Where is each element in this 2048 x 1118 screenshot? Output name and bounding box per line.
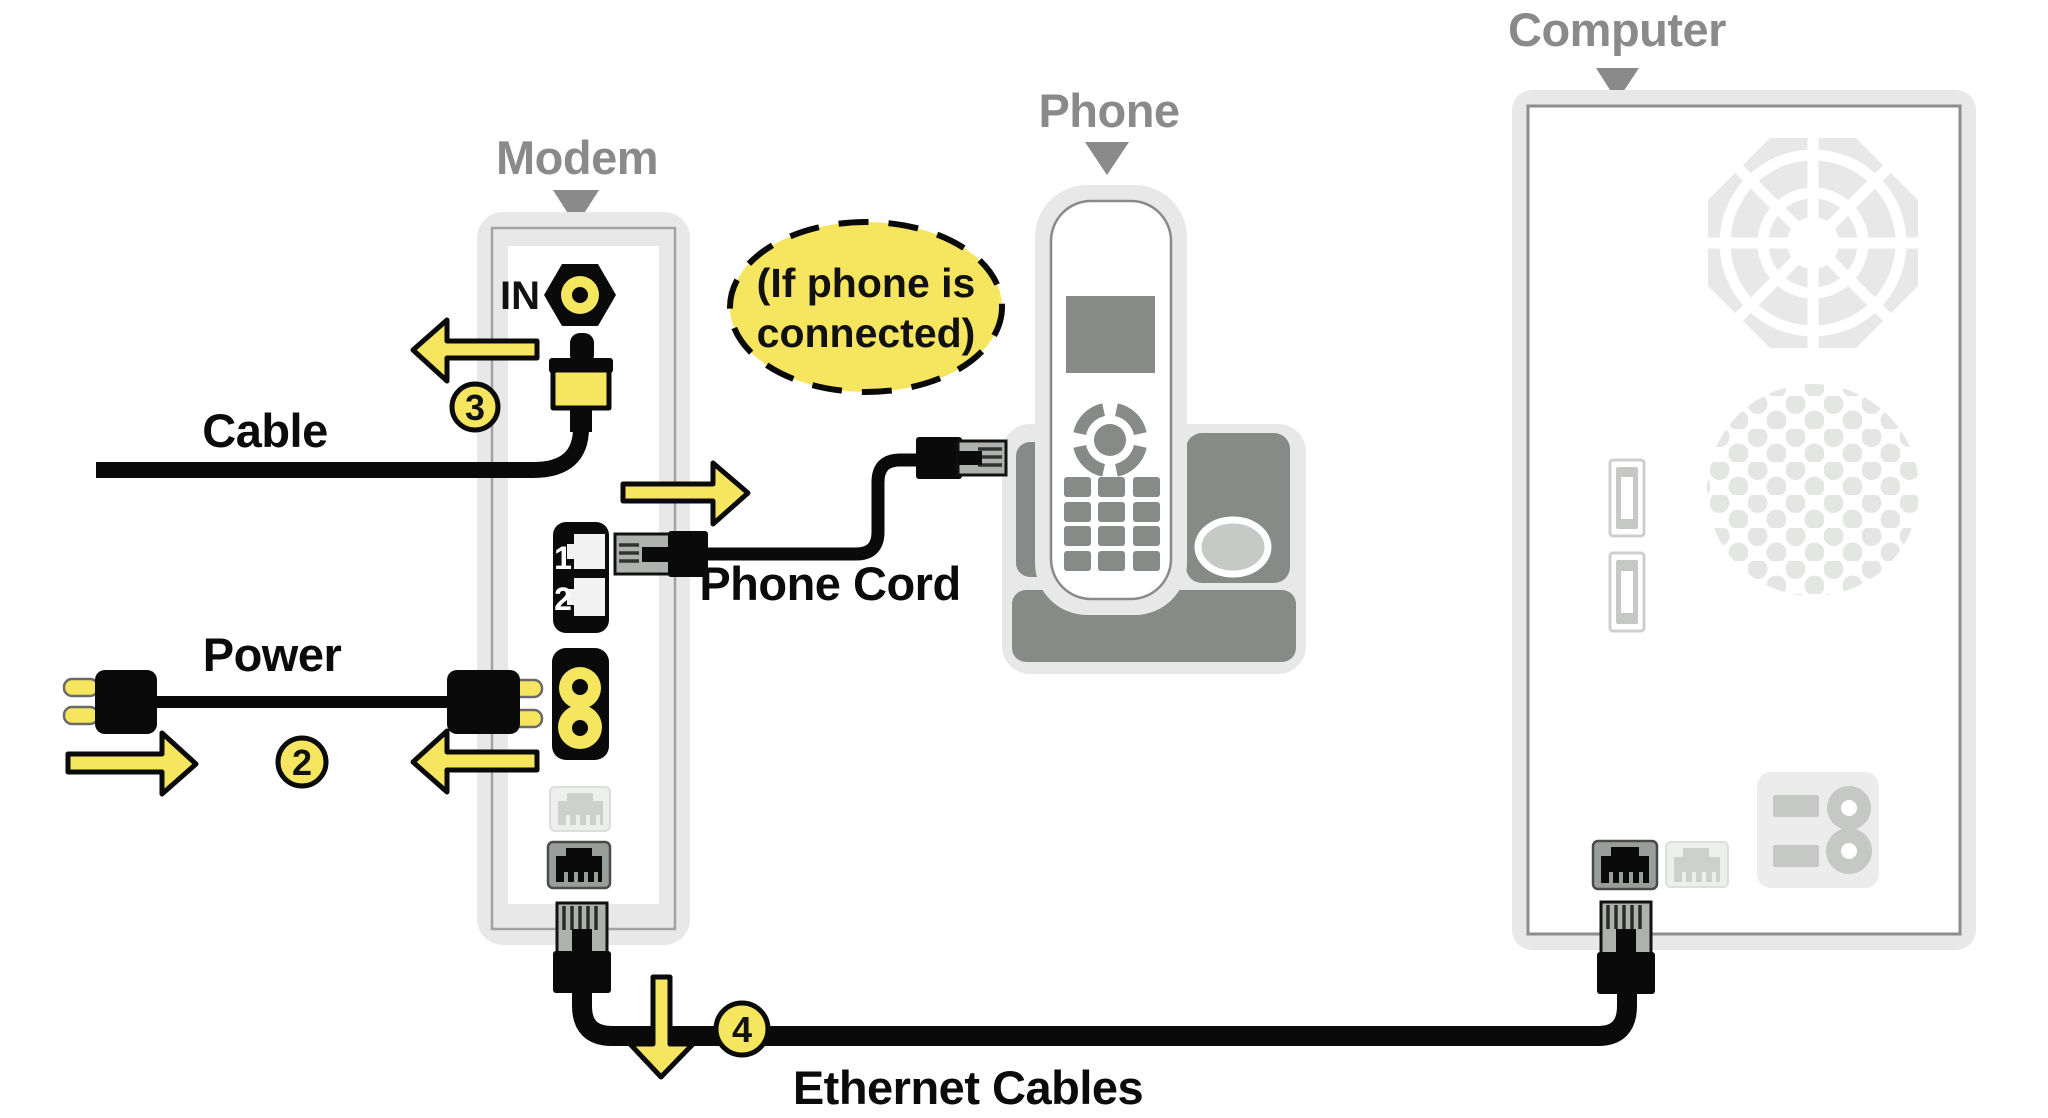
base-speaker-button: [1194, 516, 1272, 578]
coax-in-label: IN: [500, 274, 540, 318]
phone-cord-group: Phone Cord: [613, 437, 1008, 610]
arrow-right-phone-cord-icon: [620, 460, 751, 527]
usb-port-2: [1608, 551, 1646, 633]
cable-label: Cable: [202, 404, 328, 457]
ethernet-cables-label: Ethernet Cables: [793, 1061, 1143, 1114]
modem-ethernet-port-unused: [549, 786, 611, 832]
step-badge-2: 2: [275, 735, 329, 789]
phone-cord-plug-phone-end: [916, 437, 1008, 479]
phone-label: Phone: [1038, 84, 1179, 137]
ethernet-cable: [572, 990, 1637, 1046]
arrow-down-ethernet-icon: [627, 974, 696, 1080]
note-line-2: connected): [757, 310, 976, 356]
coax-cable-group: Cable 3: [96, 317, 613, 478]
ethernet-cable-group: 4 Ethernet Cables: [553, 900, 1655, 1114]
step-badge-4: 4: [713, 1000, 771, 1058]
modem-phone-jack-panel: 1 2: [553, 522, 609, 633]
power-plug-modem-end: [447, 670, 544, 734]
coax-cable: [96, 427, 589, 478]
fan-grille-icon: [1708, 138, 1918, 348]
computer-ethernet-port-unused: [1665, 841, 1729, 888]
computer-label: Computer: [1508, 3, 1726, 56]
phone-port-1-label: 1: [554, 540, 572, 576]
coax-in-connector: [544, 264, 616, 326]
arrow-left-power-icon: [410, 728, 540, 795]
computer: Computer: [1508, 3, 1976, 950]
computer-power-socket: [1757, 772, 1879, 888]
modem-ethernet-port-active: [546, 840, 612, 890]
phone-jack-2: [567, 578, 605, 616]
coax-plug: [549, 333, 613, 432]
step-badge-3: 3: [449, 381, 501, 433]
arrow-right-power-icon: [65, 730, 199, 797]
modem-pointer-icon: [553, 190, 599, 226]
step-3-number: 3: [465, 387, 485, 428]
power-plug-wall-end: [62, 670, 157, 734]
computer-ethernet-port-active: [1591, 839, 1659, 891]
phone-cord-plug-modem-end: [613, 531, 708, 577]
arrow-left-coax-icon: [410, 317, 540, 384]
vent-holes-icon: [1707, 384, 1919, 596]
phone-pointer-icon: [1085, 142, 1129, 175]
handset-nav-pad: [1073, 403, 1147, 477]
modem-power-inlet: [552, 648, 609, 760]
usb-port-1: [1608, 458, 1646, 538]
power-label: Power: [203, 628, 342, 681]
step-2-number: 2: [292, 742, 312, 783]
phone-cord-cable: [706, 453, 918, 561]
phone-jack-1: [567, 534, 605, 569]
power-cord-group: Power 2: [62, 628, 544, 797]
handset-keypad: [1064, 477, 1160, 571]
handset-screen: [1066, 296, 1155, 373]
step-4-number: 4: [732, 1009, 752, 1050]
computer-pointer-icon: [1596, 68, 1639, 101]
phone: Phone: [1002, 84, 1306, 674]
phone-port-2-label: 2: [554, 581, 572, 617]
modem-label: Modem: [496, 131, 658, 184]
phone-cord-label: Phone Cord: [699, 557, 960, 610]
phone-note: (If phone is connected): [727, 219, 1005, 395]
ethernet-plug-computer: [1597, 900, 1655, 994]
note-bubble: [727, 219, 1005, 395]
note-line-1: (If phone is: [757, 260, 976, 306]
ethernet-plug-modem: [553, 901, 611, 993]
